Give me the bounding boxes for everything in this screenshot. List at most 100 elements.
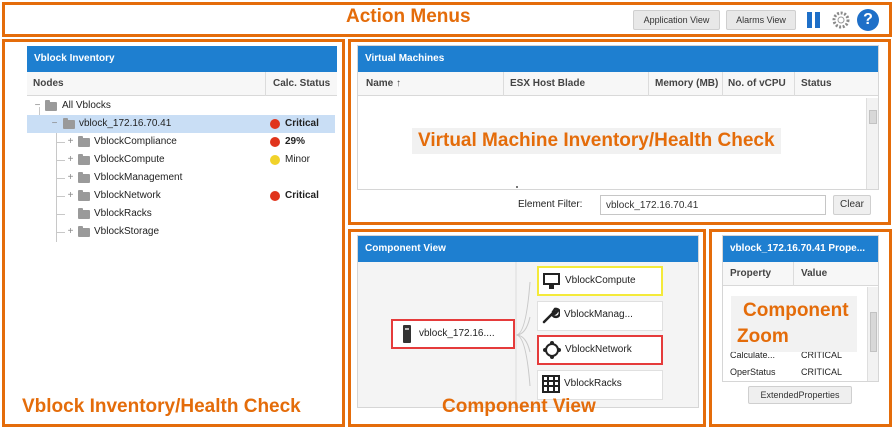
action-menus-annotation: Action Menus — [346, 6, 471, 27]
inventory-tree: − All Vblocks − vblock_172.16.70.41 Crit… — [27, 97, 337, 297]
expand-icon[interactable]: + — [67, 136, 74, 147]
alarms-view-button[interactable]: Alarms View — [726, 10, 796, 30]
expand-icon[interactable]: + — [67, 190, 74, 201]
tree-label: VblockManagement — [94, 172, 183, 183]
tree-label: All Vblocks — [62, 100, 111, 111]
component-node-label: vblock_172.16.... — [419, 328, 495, 339]
folder-icon — [78, 172, 90, 183]
property-name: Calculate... — [730, 350, 776, 360]
properties-row-operstatus: OperStatus CRITICAL — [723, 365, 868, 380]
vm-filter-bar: Element Filter: Clear — [357, 192, 879, 218]
col-esx-host-blade[interactable]: ESX Host Blade — [510, 78, 586, 89]
component-zoom-frame — [709, 229, 892, 427]
virtual-machines-panel: Virtual Machines Name ↑ ESX Host Blade M… — [357, 45, 879, 190]
vm-inventory-frame — [348, 39, 891, 225]
critical-status-icon — [270, 191, 280, 201]
tree-row-vblock[interactable]: − vblock_172.16.70.41 Critical — [27, 115, 335, 133]
status-text: Minor — [285, 154, 311, 165]
tree-row-compliance[interactable]: + VblockCompliance 29% — [27, 133, 335, 151]
tree-row-racks[interactable]: VblockRacks — [27, 205, 335, 223]
col-status[interactable]: Status — [801, 78, 832, 89]
component-node-root[interactable]: vblock_172.16.... — [391, 319, 515, 349]
tree-row-network[interactable]: + VblockNetwork Critical — [27, 187, 335, 205]
col-vcpu[interactable]: No. of vCPU — [728, 78, 786, 89]
status-text: 29% — [285, 136, 306, 147]
folder-icon — [78, 136, 90, 147]
col-memory[interactable]: Memory (MB) — [655, 78, 719, 89]
component-zoom-annotation: Component Zoom — [731, 296, 857, 352]
help-icon[interactable]: ? — [857, 9, 879, 31]
tree-label: VblockCompliance — [94, 136, 177, 147]
properties-row-calculated: Calculate... CRITICAL — [723, 348, 868, 363]
component-graph: vblock_172.16.... VblockCompute VblockMa… — [358, 262, 698, 407]
component-zoom-line-1: Component — [743, 300, 849, 321]
col-property[interactable]: Property — [730, 268, 772, 279]
col-value[interactable]: Value — [801, 268, 828, 279]
wrench-icon — [542, 306, 562, 324]
properties-scroll-thumb[interactable] — [870, 312, 877, 352]
col-name[interactable]: Name ↑ — [366, 78, 402, 89]
folder-icon — [45, 100, 57, 111]
folder-icon — [63, 118, 75, 129]
col-calc-status[interactable]: Calc. Status — [273, 78, 331, 89]
component-zoom-line-2: Zoom — [737, 326, 789, 347]
component-view-frame — [348, 229, 706, 427]
action-menus-frame — [2, 2, 892, 37]
component-node-label: VblockCompute — [565, 275, 636, 286]
expand-icon[interactable]: + — [67, 154, 74, 165]
tree-row-storage[interactable]: + VblockStorage — [27, 223, 335, 241]
application-view-button[interactable]: Application View — [633, 10, 720, 30]
critical-status-icon — [270, 119, 280, 129]
tree-label: vblock_172.16.70.41 — [79, 118, 172, 129]
component-view-panel: Component View vblock_172.16.... — [357, 235, 699, 408]
vm-list-dot — [516, 186, 518, 188]
component-node-racks[interactable]: VblockRacks — [537, 370, 663, 400]
col-nodes[interactable]: Nodes — [33, 78, 64, 89]
status-text: Critical — [285, 190, 319, 201]
extended-properties-button[interactable]: ExtendedProperties — [748, 386, 852, 404]
property-value: CRITICAL — [801, 350, 843, 360]
properties-column-header: Property Value — [723, 262, 878, 286]
component-node-compute[interactable]: VblockCompute — [537, 266, 663, 296]
status-text: Critical — [285, 118, 319, 129]
server-icon — [399, 325, 417, 343]
minor-status-icon — [270, 155, 280, 165]
vblock-inventory-frame — [2, 39, 345, 427]
component-node-network[interactable]: VblockNetwork — [537, 335, 663, 365]
monitor-icon — [543, 272, 561, 290]
folder-icon — [78, 190, 90, 201]
element-filter-input[interactable] — [600, 195, 826, 215]
tree-row-management[interactable]: + VblockManagement — [27, 169, 335, 187]
tree-row-compute[interactable]: + VblockCompute Minor — [27, 151, 335, 169]
component-view-annotation: Component View — [442, 396, 596, 417]
component-node-management[interactable]: VblockManag... — [537, 301, 663, 331]
tree-row-all-vblocks[interactable]: − All Vblocks — [27, 97, 335, 115]
component-view-title: Component View — [358, 236, 698, 262]
connector-lines — [515, 262, 531, 407]
collapse-icon[interactable]: − — [51, 118, 58, 129]
vm-scroll-thumb[interactable] — [869, 110, 877, 124]
settings-gear-icon[interactable] — [831, 10, 851, 30]
folder-icon — [78, 226, 90, 237]
vblock-inventory-title: Vblock Inventory — [27, 46, 337, 72]
network-icon — [543, 341, 561, 359]
tree-label: VblockCompute — [94, 154, 165, 165]
inventory-column-header: Nodes Calc. Status — [27, 72, 337, 96]
vblock-inventory-annotation: Vblock Inventory/Health Check — [22, 396, 301, 417]
property-value: CRITICAL — [801, 367, 843, 377]
properties-scrollbar[interactable] — [867, 287, 878, 381]
element-filter-label: Element Filter: — [518, 199, 583, 210]
virtual-machines-title: Virtual Machines — [358, 46, 878, 72]
vm-inventory-annotation: Virtual Machine Inventory/Health Check — [412, 128, 781, 154]
critical-status-icon — [270, 137, 280, 147]
vm-scrollbar[interactable] — [866, 98, 878, 189]
component-node-label: VblockManag... — [564, 309, 633, 320]
pause-icon[interactable] — [805, 11, 823, 29]
expand-icon[interactable]: + — [67, 172, 74, 183]
clear-button[interactable]: Clear — [833, 195, 871, 215]
rack-icon — [542, 375, 560, 393]
expand-icon[interactable]: + — [67, 226, 74, 237]
collapse-icon[interactable]: − — [34, 100, 41, 111]
folder-icon — [78, 208, 90, 219]
